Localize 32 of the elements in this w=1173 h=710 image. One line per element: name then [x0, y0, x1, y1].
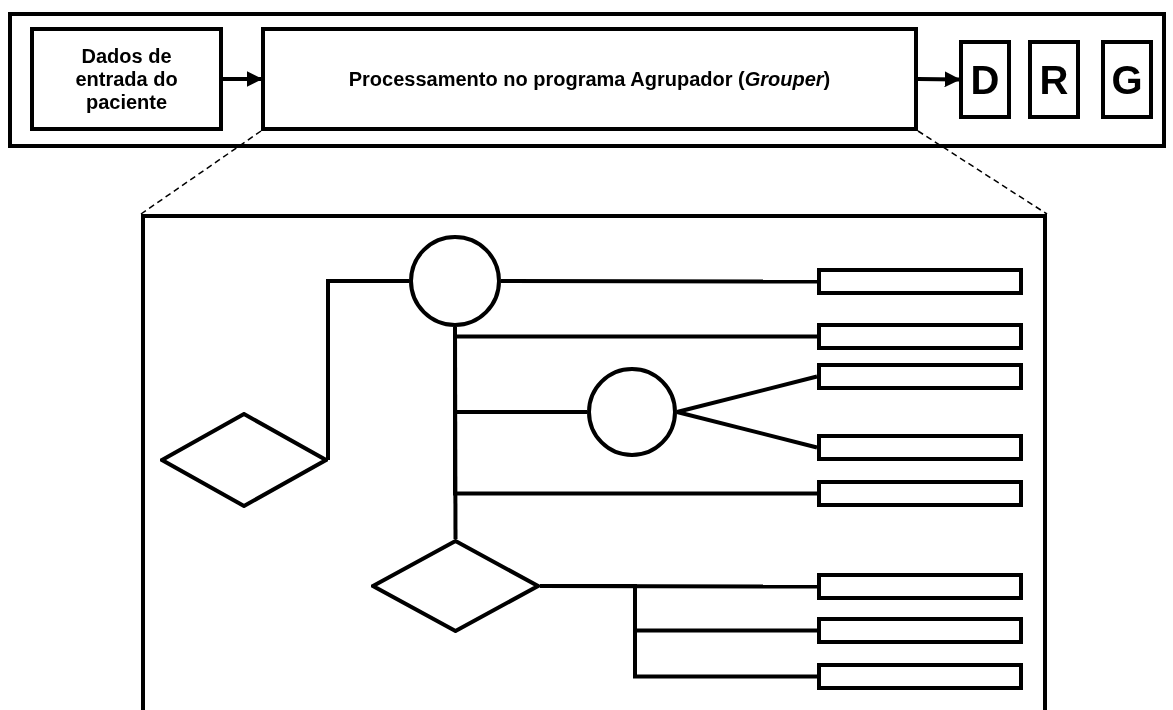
- decision-diamond: [160, 412, 328, 508]
- leaf-box: [817, 268, 1023, 295]
- connector-line: [540, 584, 817, 679]
- process-box: [261, 27, 918, 131]
- leaf-box: [817, 663, 1023, 690]
- connector-line: [326, 279, 409, 460]
- letter: D: [970, 56, 1000, 103]
- connector-line: [453, 327, 458, 539]
- dashed-line: [140, 130, 262, 215]
- leaf-box: [817, 434, 1023, 461]
- input-box: [30, 27, 223, 131]
- dashed-line: [917, 130, 1048, 215]
- diagram-frame: [8, 12, 1166, 148]
- connector-line: [676, 410, 818, 450]
- letter: G: [1111, 56, 1143, 103]
- arrow: [223, 71, 263, 87]
- leaf-box: [817, 323, 1023, 350]
- arrow: [917, 71, 961, 88]
- zoom-frame: [141, 214, 1047, 710]
- decision-diamond: [371, 539, 540, 633]
- leaf-box: [817, 573, 1023, 600]
- input-label: Dados de entrada do paciente: [74, 44, 179, 114]
- connector-line: [676, 374, 818, 414]
- leaf-box: [817, 617, 1023, 644]
- letter: R: [1039, 56, 1069, 103]
- letter-box: [1101, 40, 1153, 119]
- connector-line: [501, 279, 817, 284]
- process-label: Processamento no programa Agrupador (Grouper): [348, 67, 831, 91]
- letter-box: [1028, 40, 1080, 119]
- leaf-box: [817, 480, 1023, 507]
- leaf-box: [817, 363, 1023, 390]
- letter-box: [959, 40, 1011, 119]
